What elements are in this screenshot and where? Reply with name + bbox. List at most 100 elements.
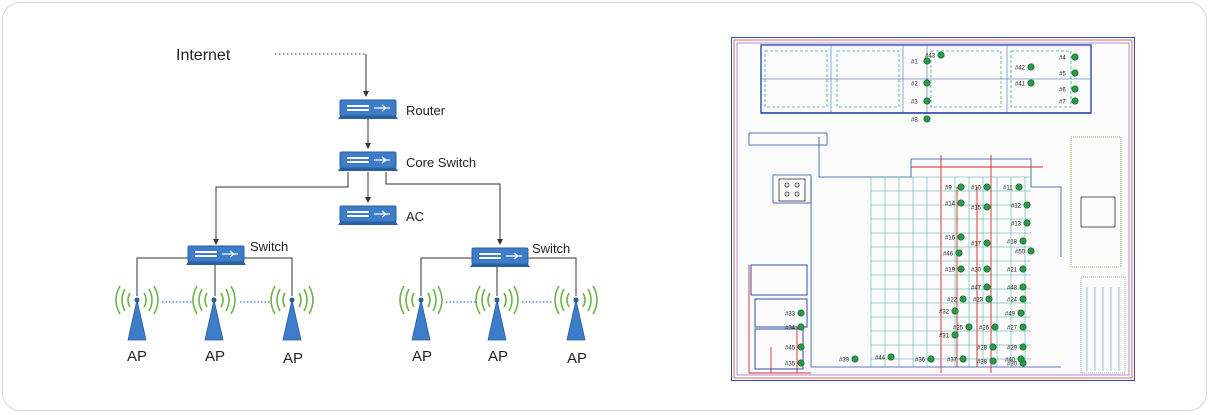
- ap-marker: #2: [911, 79, 931, 88]
- ap-icon: [192, 285, 236, 341]
- ap-tag-label: #2: [911, 82, 918, 88]
- ap-tag-label: #33: [785, 312, 796, 318]
- ap-marker: #18: [1007, 237, 1027, 246]
- ap-tag-label: #9: [945, 186, 952, 192]
- ap-marker: #15: [971, 203, 991, 212]
- ap-tag-label: #4: [1059, 56, 1066, 62]
- ap-tag-label: #31: [939, 334, 950, 340]
- ap-tag-label: #23: [973, 298, 984, 304]
- ap-marker: #12: [1011, 201, 1031, 210]
- topology-svg: [115, 53, 598, 341]
- ap-label: AP: [205, 348, 226, 365]
- ap-marker: #28: [977, 343, 997, 352]
- ap-tag-label: #22: [947, 298, 958, 304]
- ap-tag-label: #45: [785, 346, 796, 352]
- ap-marker: #20: [971, 265, 991, 274]
- ap-marker: #27: [1007, 323, 1027, 332]
- ap-marker: #1: [911, 57, 931, 66]
- ap-tag-label: #13: [1011, 222, 1022, 228]
- ap-marker: #25: [953, 323, 973, 332]
- ap-tag-label: #35: [785, 362, 796, 368]
- ap-tag-label: #28: [977, 346, 988, 352]
- ap-tag-label: #27: [1007, 326, 1018, 332]
- ap-marker: #37: [947, 355, 967, 364]
- ap-tag-label: #17: [971, 242, 982, 248]
- ap-marker: #6: [1059, 85, 1079, 94]
- ap-tag-label: #41: [1015, 82, 1026, 88]
- ap-tag-label: #8: [911, 118, 918, 124]
- ap-marker: #13: [1011, 219, 1031, 228]
- ap-marker: #35: [785, 359, 805, 368]
- ap-marker: #21: [1007, 265, 1027, 274]
- ap-marker: #5: [1059, 69, 1079, 78]
- ap-tag-label: #34: [785, 326, 796, 332]
- ap-marker: #46: [943, 249, 963, 258]
- ap-tag-label: #6: [1059, 88, 1066, 94]
- router-label: Router: [406, 103, 446, 118]
- ap-tag-label: #26: [979, 326, 990, 332]
- ap-marker: #24: [1007, 295, 1027, 304]
- ap-marker: #38: [977, 357, 997, 366]
- ap-marker: #48: [1007, 283, 1027, 292]
- ap-marker: #9: [945, 183, 965, 192]
- ap-label: AP: [567, 350, 588, 367]
- ap-tag-label: #20: [971, 268, 982, 274]
- switch-left-label: Switch: [250, 239, 289, 254]
- red-walls: [748, 155, 1043, 374]
- ap-marker: #19: [945, 265, 965, 274]
- ap-tag-label: #16: [945, 236, 956, 242]
- ap-marker: #49: [1005, 309, 1025, 318]
- ap-tag-label: #30: [1007, 362, 1018, 368]
- ap-marker: #3: [911, 97, 931, 106]
- ap-markers: #1#2#3#4#5#6#7#8#9#10#11#12#13#14#15#16#…: [785, 51, 1079, 368]
- ac-icon: [337, 205, 399, 226]
- ap-marker: #42: [1015, 63, 1035, 72]
- ap-tag-label: #47: [971, 286, 982, 292]
- ap-tag-label: #38: [977, 360, 988, 366]
- ap-marker: #29: [1007, 343, 1027, 352]
- ap-marker: #22: [947, 295, 967, 304]
- ap-marker: #23: [973, 295, 993, 304]
- ap-marker: #44: [875, 353, 895, 362]
- ap-tag-label: #11: [1003, 186, 1013, 192]
- ap-tag-label: #5: [1059, 72, 1066, 78]
- ap-marker: #47: [971, 283, 991, 292]
- ap-marker: #33: [785, 309, 805, 318]
- ap-tag-label: #48: [1007, 286, 1018, 292]
- ap-label: AP: [488, 348, 509, 365]
- switch-left-icon: [185, 245, 247, 266]
- ap-tag-label: #18: [1007, 240, 1018, 246]
- ap-marker: #10: [971, 183, 991, 192]
- ap-tag-label: #42: [1015, 66, 1026, 72]
- ap-tag-label: #49: [1005, 312, 1016, 318]
- ap-tag-label: #46: [943, 252, 954, 258]
- core-switch-icon: [337, 151, 399, 172]
- floor-plan-svg: #1#2#3#4#5#6#7#8#9#10#11#12#13#14#15#16#…: [731, 37, 1135, 381]
- ap-tag-label: #32: [939, 310, 950, 316]
- ap-marker: #14: [945, 199, 965, 208]
- ap-tag-label: #43: [925, 54, 936, 60]
- ap-marker: #43: [925, 51, 945, 60]
- ap-tag-label: #12: [1011, 204, 1022, 210]
- ap-tag-label: #44: [875, 356, 886, 362]
- ap-marker: #17: [971, 239, 991, 248]
- ap-marker: #50: [1015, 247, 1035, 256]
- ap-tag-label: #1: [911, 60, 918, 66]
- ap-label: AP: [412, 348, 433, 365]
- ap-marker: #4: [1059, 53, 1079, 62]
- ap-marker: #41: [1015, 79, 1035, 88]
- ap-tag-label: #37: [947, 358, 958, 364]
- ap-tag-label: #3: [911, 100, 918, 106]
- ap-marker: #45: [785, 343, 805, 352]
- ap-tag-label: #10: [971, 186, 982, 192]
- ap-marker: #8: [911, 115, 931, 124]
- ap-tag-label: #15: [971, 206, 982, 212]
- ap-tag-label: #25: [953, 326, 964, 332]
- switch-right-icon: [469, 247, 531, 268]
- ap-marker: #31: [939, 331, 959, 340]
- ap-marker: #11: [1003, 183, 1023, 192]
- ap-tag-label: #40: [1005, 358, 1016, 364]
- ap-marker: #36: [915, 355, 935, 364]
- core-switch-label: Core Switch: [406, 155, 477, 170]
- internet-label: Internet: [176, 47, 231, 64]
